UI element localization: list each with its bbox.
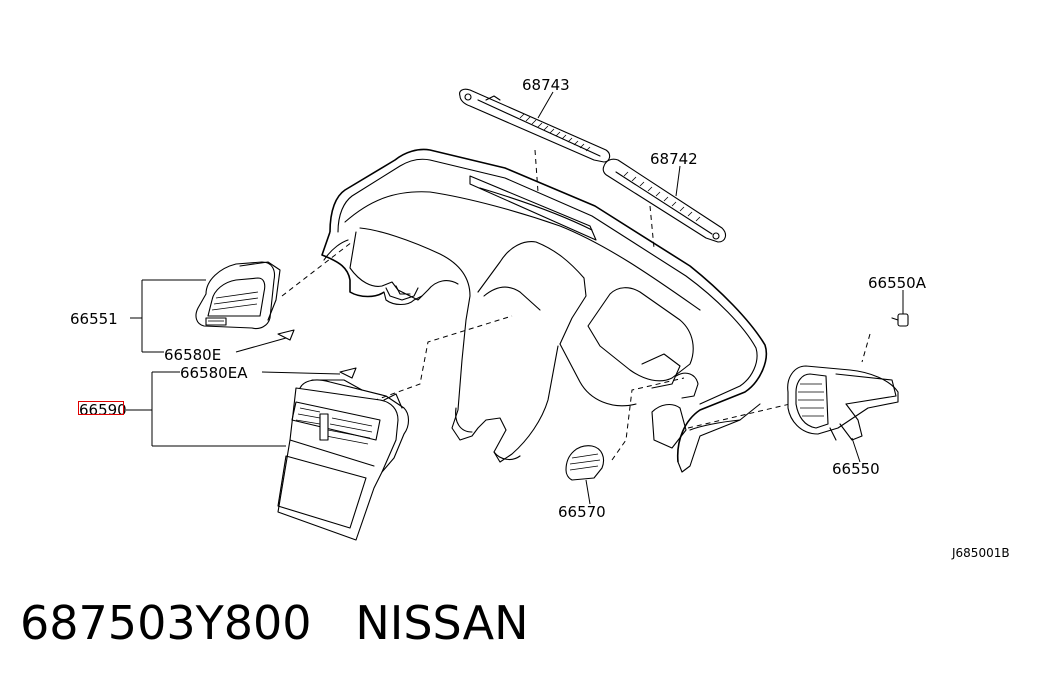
defroster-grille-68743 (459, 88, 611, 163)
clip-66580EA (339, 367, 357, 379)
label-68743: 68743 (522, 76, 570, 94)
drawing-code: J685001B (951, 546, 1010, 560)
part-labels: 68743 68742 66551 66580E 66580EA 66590 6… (70, 76, 1010, 560)
side-vent-66551 (195, 261, 281, 330)
clip-66580E (277, 329, 295, 341)
side-vent-66550 (787, 365, 899, 441)
caption: 687503Y800 NISSAN (20, 596, 528, 650)
label-66551: 66551 (70, 310, 118, 328)
label-66550A: 66550A (868, 274, 927, 292)
defroster-grille-68742 (602, 158, 727, 243)
dashboard-panel (321, 148, 767, 473)
caption-brand: NISSAN (355, 596, 529, 650)
label-66570: 66570 (558, 503, 606, 521)
caption-part-number: 687503Y800 (20, 596, 312, 650)
label-66550: 66550 (832, 460, 880, 478)
label-66580EA: 66580EA (180, 364, 248, 382)
caption-spacer (312, 596, 356, 650)
label-66580E: 66580E (164, 346, 221, 364)
screw-66550A (891, 313, 909, 327)
label-68742: 68742 (650, 150, 698, 168)
highlight-box (78, 401, 124, 415)
leader-lines (126, 91, 904, 505)
assembly-dashed-lines (281, 149, 871, 461)
vent-66570 (565, 445, 605, 481)
center-vent-66590 (277, 379, 410, 541)
